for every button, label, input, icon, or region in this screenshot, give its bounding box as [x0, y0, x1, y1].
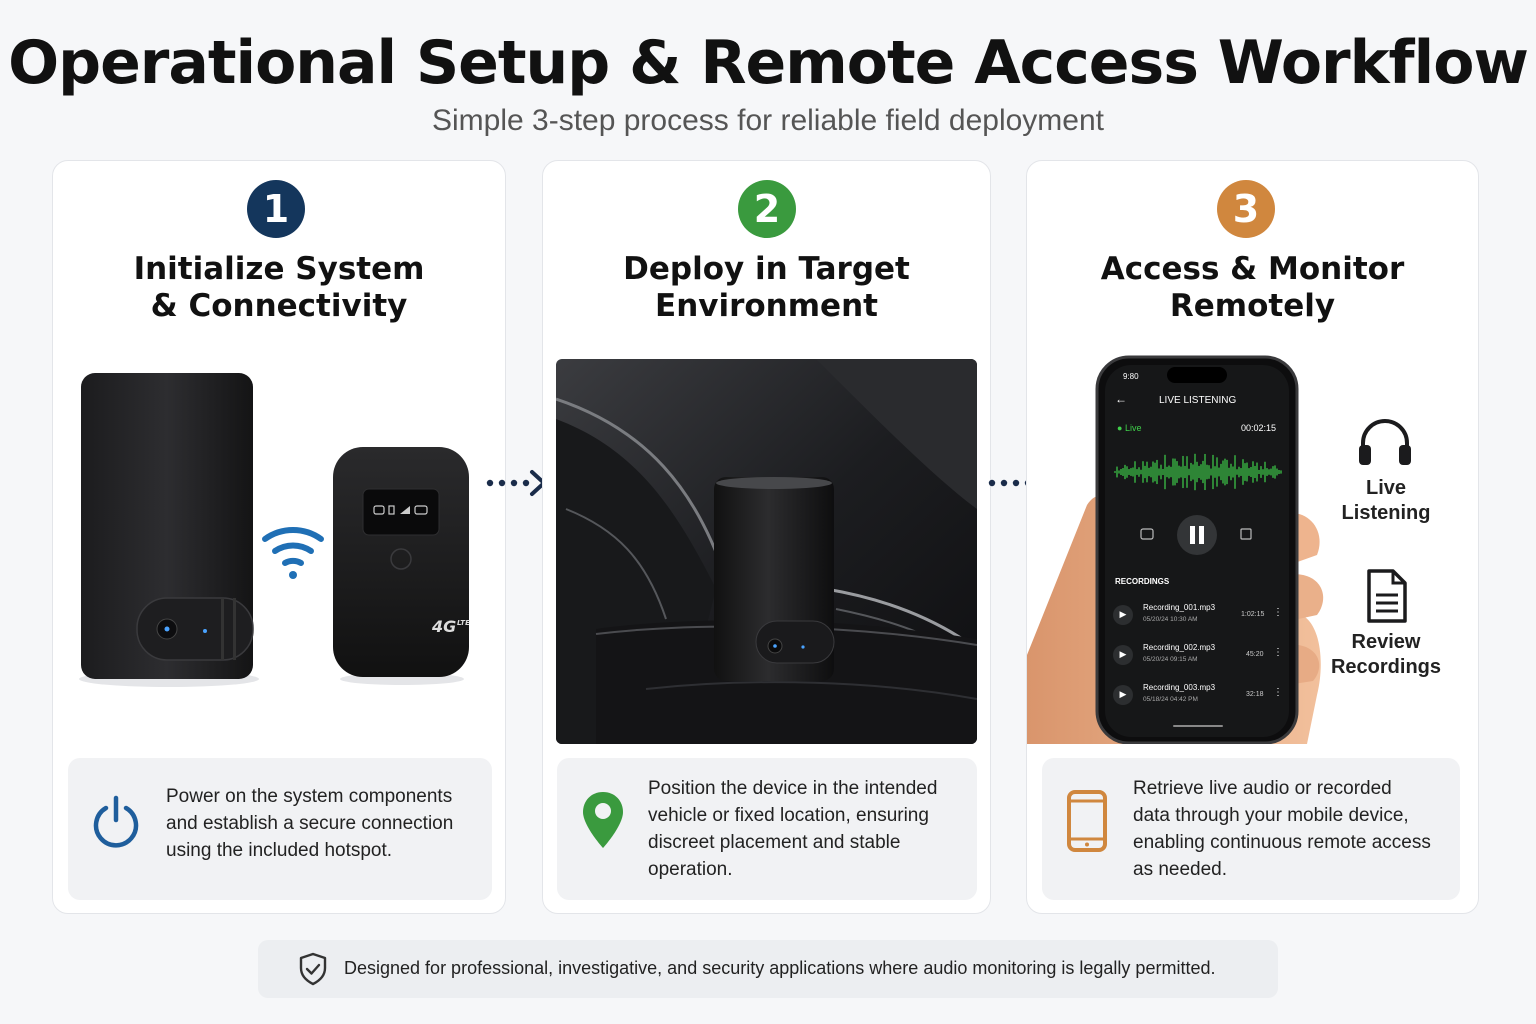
- hotspot-device: [333, 447, 469, 685]
- headphones-icon: [1359, 419, 1411, 465]
- rewind-icon[interactable]: [1140, 528, 1154, 540]
- step-3-phone-illustration: 9:80 ← LIVE LISTENING ● Live 00:02:15 RE…: [1027, 355, 1337, 744]
- step-card-1: 1 Initialize System & Connectivity: [52, 160, 506, 914]
- step-2-vehicle-photo: [556, 359, 977, 744]
- recording-name: Recording_002.mp3: [1143, 643, 1216, 652]
- pause-button[interactable]: [1177, 515, 1217, 555]
- step-title-1-line1: Initialize System: [133, 251, 425, 287]
- feature-review-line2: Recordings: [1330, 656, 1442, 678]
- recorder-device: [79, 373, 259, 687]
- page-subtitle: Simple 3-step process for reliable field…: [432, 104, 1104, 137]
- live-indicator: ● Live: [1117, 423, 1142, 433]
- home-indicator: [1173, 725, 1223, 727]
- more-options-icon[interactable]: ⋮: [1273, 647, 1283, 658]
- recording-name: Recording_003.mp3: [1143, 683, 1216, 692]
- location-pin-icon: [583, 792, 623, 848]
- recording-row[interactable]: ▶ Recording_002.mp3 05/20/24 09:15 AM 45…: [1113, 639, 1283, 673]
- disclaimer-text: Designed for professional, investigative…: [344, 958, 1216, 978]
- playback-controls: [1140, 515, 1252, 555]
- phone-back-icon[interactable]: ←: [1115, 392, 1127, 406]
- phone-screen-title: LIVE LISTENING: [1159, 395, 1237, 406]
- recording-row[interactable]: ▶ Recording_001.mp3 05/20/24 10:30 AM 1:…: [1113, 599, 1283, 633]
- play-icon[interactable]: ▶: [1113, 605, 1133, 625]
- recordings-header: RECORDINGS: [1115, 577, 1170, 586]
- audio-waveform: [1114, 453, 1282, 491]
- step-3-description: Retrieve live audio or recorded data thr…: [1133, 778, 1431, 880]
- more-options-icon[interactable]: ⋮: [1273, 687, 1283, 698]
- step-title-2-line1: Deploy in Target: [623, 251, 910, 287]
- play-icon[interactable]: ▶: [1113, 645, 1133, 665]
- feature-live-listening: Live Listening: [1327, 476, 1445, 526]
- step-title-1: Initialize System & Connectivity: [53, 251, 505, 325]
- recording-duration: 45:20: [1246, 651, 1264, 658]
- feature-review-line1: Review: [1351, 631, 1421, 653]
- recording-duration: 32:18: [1246, 691, 1264, 698]
- disclaimer-banner: Designed for professional, investigative…: [258, 940, 1278, 998]
- step-title-3: Access & Monitor Remotely: [1027, 251, 1478, 325]
- step-title-3-line2: Remotely: [1169, 288, 1336, 324]
- step-1-devices-illustration: 4G LTE: [69, 361, 489, 691]
- recording-date: 05/20/24 09:15 AM: [1143, 656, 1198, 663]
- phone-status-time: 9:80: [1123, 372, 1139, 381]
- step-2-description-box: Position the device in the intended vehi…: [557, 758, 977, 900]
- recording-name: Recording_001.mp3: [1143, 603, 1216, 612]
- shield-check-icon: [299, 952, 327, 986]
- recording-date: 05/18/24 04:42 PM: [1143, 696, 1198, 703]
- recording-date: 05/20/24 10:30 AM: [1143, 616, 1198, 623]
- hotspot-lte-label: LTE: [457, 619, 470, 627]
- step-badge-2: 2: [738, 180, 796, 238]
- step-title-3-line1: Access & Monitor: [1100, 251, 1405, 287]
- step-title-2: Deploy in Target Environment: [543, 251, 990, 325]
- step-1-description-box: Power on the system components and estab…: [68, 758, 492, 900]
- feature-review-recordings: Review Recordings: [1323, 630, 1449, 680]
- step-card-3: 3 Access & Monitor Remotely 9:80 ← LIVE …: [1026, 160, 1479, 914]
- step-title-2-line2: Environment: [655, 288, 878, 324]
- live-timer: 00:02:15: [1241, 423, 1277, 433]
- recording-row[interactable]: ▶ Recording_003.mp3 05/18/24 04:42 PM 32…: [1113, 679, 1283, 713]
- step-1-description: Power on the system components and estab…: [166, 786, 454, 861]
- more-options-icon[interactable]: ⋮: [1273, 607, 1283, 618]
- step-card-2: 2 Deploy in Target Environment: [542, 160, 991, 914]
- document-icon: [1367, 569, 1407, 623]
- wifi-icon: [262, 527, 324, 579]
- step-badge-1: 1: [247, 180, 305, 238]
- feature-live-line1: Live: [1365, 477, 1407, 499]
- flow-arrow-1: [486, 470, 546, 496]
- smartphone-icon: [1067, 790, 1107, 852]
- page-title: Operational Setup & Remote Access Workfl…: [8, 28, 1529, 98]
- step-3-description-box: Retrieve live audio or recorded data thr…: [1042, 758, 1460, 900]
- play-icon[interactable]: ▶: [1113, 685, 1133, 705]
- live-label: Live: [1124, 423, 1142, 433]
- stop-icon[interactable]: [1240, 528, 1252, 540]
- recording-duration: 1:02:15: [1241, 611, 1265, 618]
- power-icon: [93, 795, 139, 848]
- feature-live-line2: Listening: [1341, 502, 1431, 524]
- hotspot-4g-label: 4G: [432, 617, 457, 636]
- step-title-1-line2: & Connectivity: [150, 288, 408, 324]
- step-badge-3: 3: [1217, 180, 1275, 238]
- step-2-description: Position the device in the intended vehi…: [648, 778, 938, 880]
